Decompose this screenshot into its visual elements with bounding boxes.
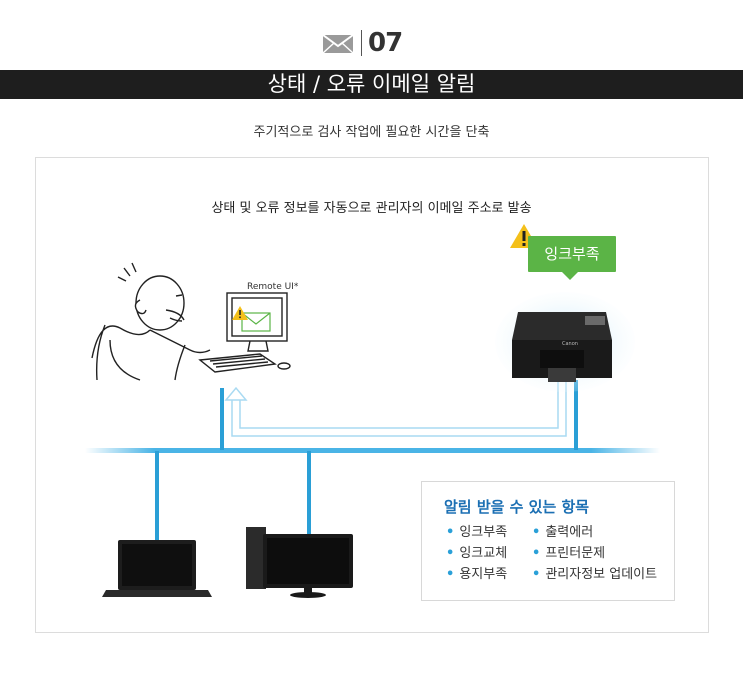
list-item: •출력에러: [532, 525, 594, 540]
notification-column-2: •출력에러 •프린터문제 •관리자정보 업데이트: [532, 522, 657, 585]
list-item: •잉크교체: [446, 546, 508, 561]
link-printer: [574, 380, 578, 450]
diagram-description: 상태 및 오류 정보를 자동으로 관리자의 이메일 주소로 발송: [211, 201, 532, 216]
section-number: 07: [368, 28, 403, 58]
notification-list-title: 알림 받을 수 있는 항목: [444, 498, 590, 516]
mail-icon: [322, 34, 354, 54]
bullet-icon: •: [532, 567, 541, 582]
network-bus: [85, 448, 660, 453]
link-laptop: [155, 451, 159, 541]
admin-monitor: [198, 292, 291, 373]
bullet-icon: •: [446, 525, 455, 540]
remote-ui-label: Remote UI*: [247, 282, 299, 292]
header-divider: [361, 30, 362, 56]
list-item: •잉크부족: [446, 525, 508, 540]
subtitle: 주기적으로 검사 작업에 필요한 시간을 단축: [253, 125, 490, 140]
notification-list-box: 알림 받을 수 있는 항목 •잉크부족 •잉크교체 •용지부족 •출력에러 •프…: [421, 481, 675, 601]
section-number-row: 07: [0, 28, 743, 58]
link-desktop: [307, 451, 311, 536]
bullet-icon: •: [446, 567, 455, 582]
notification-path: [231, 380, 567, 437]
printer-illustration: Canon: [512, 312, 612, 382]
ink-low-bubble: 잉크부족: [528, 236, 616, 280]
desktop-illustration: [246, 527, 353, 598]
bullet-icon: •: [446, 546, 455, 561]
list-item: •프린터문제: [532, 546, 606, 561]
arrow-up-icon: [224, 386, 248, 401]
email-notification-icon: [241, 312, 271, 332]
diagram-panel: [35, 157, 709, 633]
admin-person-illustration: [91, 262, 211, 381]
bullet-icon: •: [532, 525, 541, 540]
laptop-illustration: [102, 540, 212, 597]
bullet-icon: •: [532, 546, 541, 561]
page-title: 상태 / 오류 이메일 알림: [267, 72, 476, 96]
printer-brand: Canon: [562, 341, 578, 347]
title-bar: 상태 / 오류 이메일 알림: [0, 70, 743, 99]
link-admin: [220, 388, 224, 450]
list-item: •관리자정보 업데이트: [532, 567, 658, 582]
warning-small-icon: [232, 306, 248, 320]
list-item: •용지부족: [446, 567, 508, 582]
notification-column-1: •잉크부족 •잉크교체 •용지부족: [446, 522, 507, 585]
